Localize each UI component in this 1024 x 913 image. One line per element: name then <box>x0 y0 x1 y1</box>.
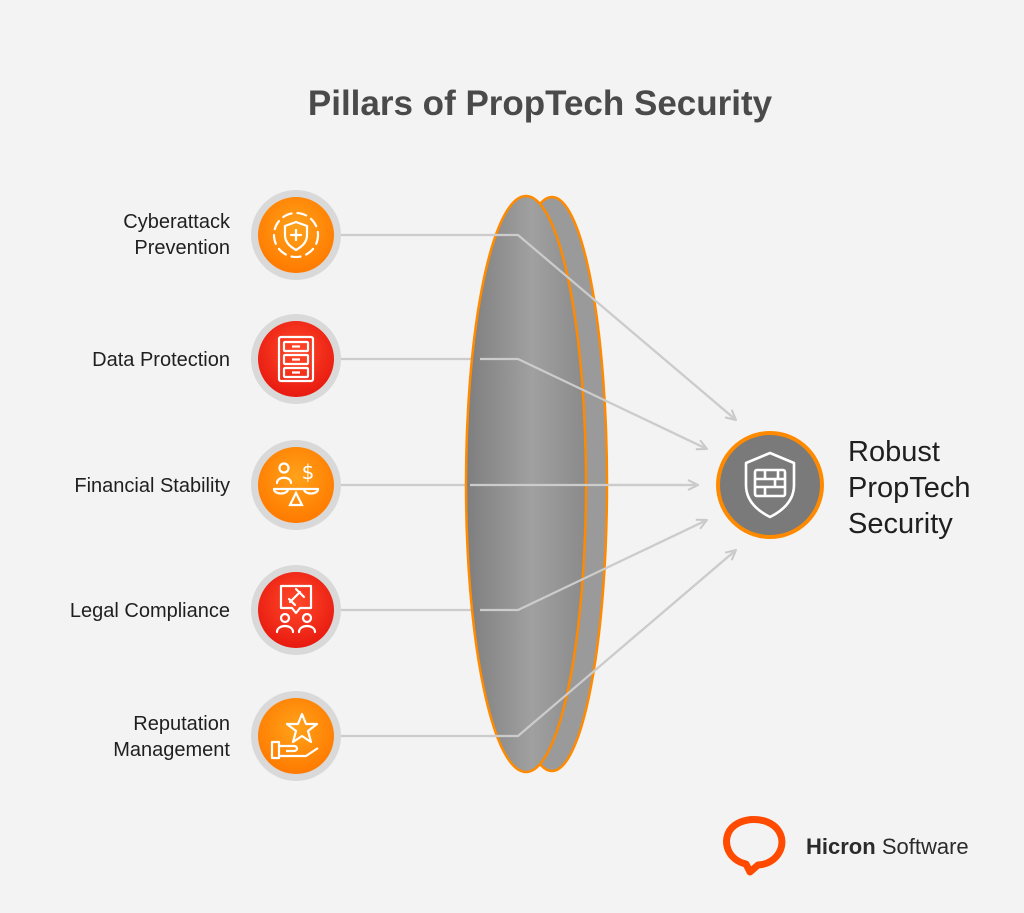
brand-name: Hicron Software <box>806 834 969 860</box>
pillar-label-line: Legal Compliance <box>69 600 230 622</box>
pillar-label-2: Data Protection <box>10 347 230 373</box>
brand-name-bold: Hicron <box>806 834 876 859</box>
pillar-label-line: Management <box>113 739 230 761</box>
pillar-label-line: Financial Stability <box>74 475 230 497</box>
shield-plus-icon <box>272 211 320 259</box>
page-title: Pillars of PropTech Security <box>307 84 773 123</box>
pillar-label-3: Financial Stability <box>10 473 230 499</box>
pillar-2-circle <box>251 314 341 404</box>
pillar-label-line: Reputation <box>133 713 230 735</box>
pillar-5-circle <box>251 691 341 781</box>
pillar-label-line: Cyberattack <box>123 211 230 233</box>
result-label: Robust PropTech Security <box>848 434 1018 542</box>
firewall-shield-icon <box>744 451 796 519</box>
result-label-line: Robust <box>848 436 940 468</box>
file-cabinet-icon <box>277 335 315 383</box>
pillar-label-1: Cyberattack Prevention <box>10 209 230 261</box>
svg-text:$: $ <box>302 460 315 484</box>
pillar-label-4: Legal Compliance <box>10 598 230 624</box>
result-circle <box>716 431 824 539</box>
pillar-label-5: Reputation Management <box>10 711 230 763</box>
pillar-label-line: Prevention <box>134 237 230 259</box>
result-label-line: PropTech <box>848 472 971 504</box>
result-label-line: Security <box>848 508 953 540</box>
pillar-label-line: Data Protection <box>92 349 230 371</box>
pillar-3-circle: $ <box>251 440 341 530</box>
brand-logo-icon <box>723 816 786 876</box>
brand-name-regular: Software <box>881 834 969 859</box>
hand-star-icon <box>270 712 319 760</box>
pillar-1-circle <box>251 190 341 280</box>
pillar-4-circle <box>251 565 341 655</box>
gavel-people-icon <box>275 584 317 634</box>
connectors-overlay <box>470 233 737 738</box>
balance-scale-icon: $ <box>272 460 320 507</box>
